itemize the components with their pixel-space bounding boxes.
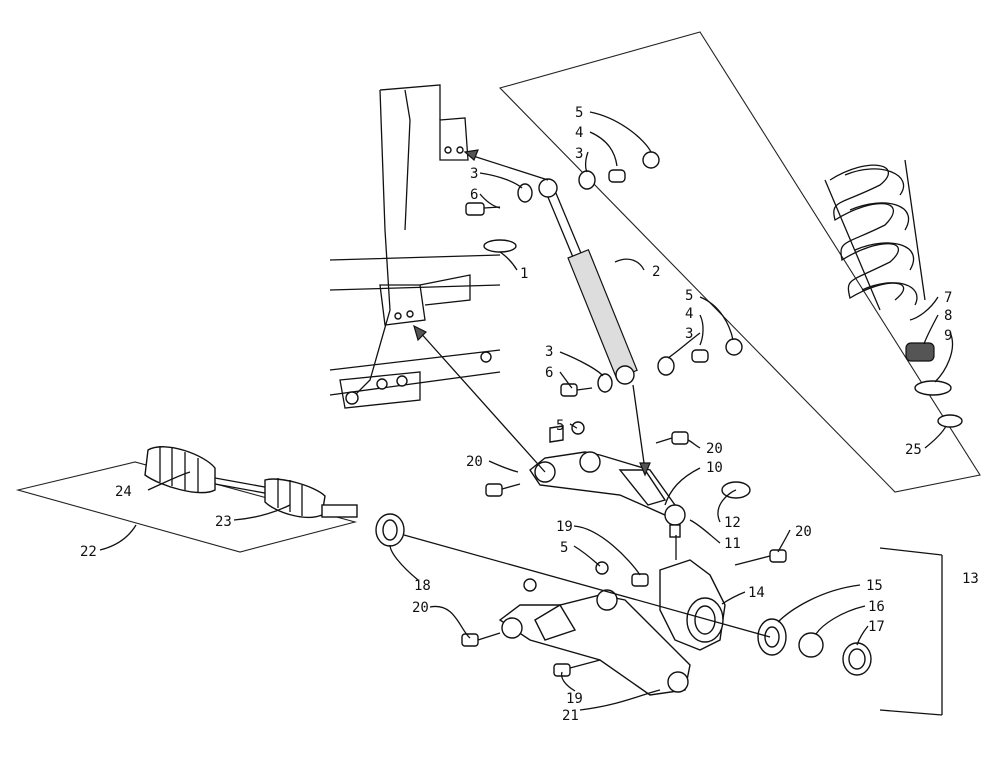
upper-a-arm (485, 421, 751, 538)
callout-13: 13 (962, 571, 979, 587)
callout-5: 5 (560, 540, 568, 556)
callout-11: 11 (724, 536, 741, 552)
callout-3: 3 (685, 326, 693, 342)
callout-10: 10 (706, 460, 723, 476)
leader-lines (99, 111, 954, 711)
shock-absorber (465, 151, 743, 397)
axle-panel-outline (15, 461, 358, 553)
callout-16: 16 (868, 599, 885, 615)
callout-8: 8 (944, 308, 952, 324)
steering-knuckle (523, 549, 872, 676)
callout-1: 1 (520, 266, 528, 282)
callout-5: 5 (556, 418, 564, 434)
callout-21: 21 (562, 708, 579, 724)
callout-25: 25 (905, 442, 922, 458)
shock-panel-outline (498, 31, 981, 493)
callout-3: 3 (575, 146, 583, 162)
callout-4: 4 (685, 306, 693, 322)
callout-14: 14 (748, 585, 765, 601)
callout-6: 6 (545, 365, 553, 381)
callout-19: 19 (556, 519, 573, 535)
callout-23: 23 (215, 514, 232, 530)
callout-20: 20 (466, 454, 483, 470)
callout-5: 5 (575, 105, 583, 121)
callout-3: 3 (545, 344, 553, 360)
callout-labels: 1 2 3 3 3 3 4 4 5 5 5 5 6 6 7 8 9 10 11 … (80, 105, 979, 724)
cv-axle (144, 446, 405, 547)
coil-spring (824, 159, 963, 428)
assembly-guide-lines (403, 149, 943, 716)
callout-4: 4 (575, 125, 583, 141)
callout-7: 7 (944, 290, 952, 306)
callout-6: 6 (470, 187, 478, 203)
callout-18: 18 (414, 578, 431, 594)
callout-2: 2 (652, 264, 660, 280)
lower-a-arm (461, 589, 691, 696)
callout-20: 20 (412, 600, 429, 616)
callout-24: 24 (115, 484, 132, 500)
callout-12: 12 (724, 515, 741, 531)
callout-9: 9 (944, 328, 952, 344)
callout-22: 22 (80, 544, 97, 560)
callout-20: 20 (795, 524, 812, 540)
callout-15: 15 (866, 578, 883, 594)
callout-20: 20 (706, 441, 723, 457)
callout-19: 19 (566, 691, 583, 707)
callout-5: 5 (685, 288, 693, 304)
callout-17: 17 (868, 619, 885, 635)
vehicle-frame (329, 84, 501, 409)
callout-3: 3 (470, 166, 478, 182)
